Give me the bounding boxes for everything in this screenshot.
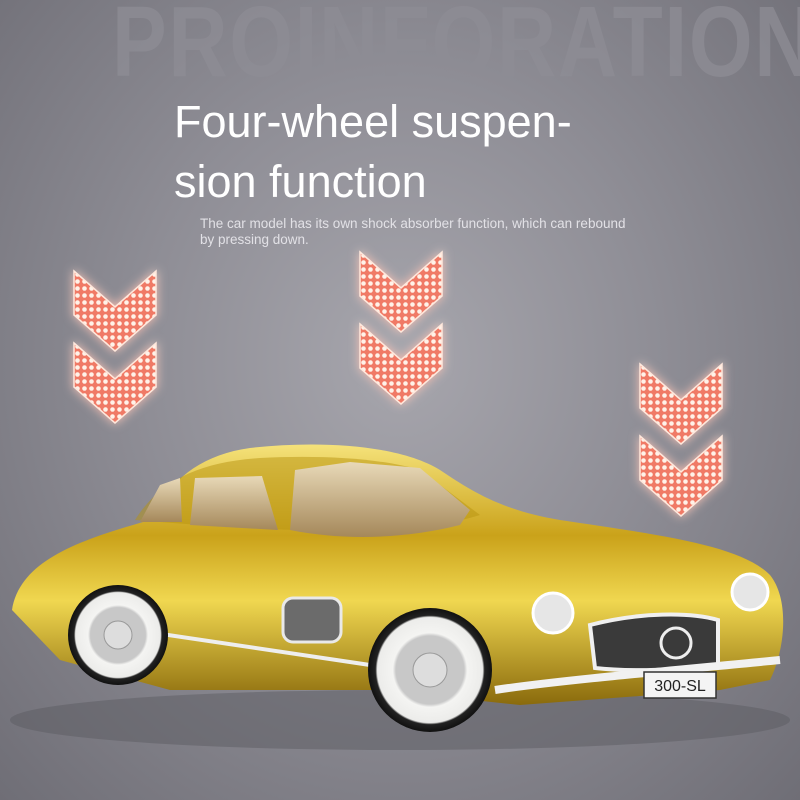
title-line-1: Four-wheel suspen- <box>174 96 572 147</box>
double-chevron-down-icon-left <box>73 270 157 424</box>
title-line-2: sion function <box>174 156 427 207</box>
background-watermark-word: PROINFORATION <box>112 0 800 98</box>
car-model-image: 300-SL <box>10 444 790 750</box>
description: The car model has its own shock absorber… <box>200 216 626 247</box>
double-chevron-down-icon-right <box>639 363 723 517</box>
double-chevron-down-icon-center <box>359 251 443 405</box>
license-plate: 300-SL <box>654 678 706 695</box>
page-title: Four-wheel suspen- sion function <box>174 92 572 212</box>
